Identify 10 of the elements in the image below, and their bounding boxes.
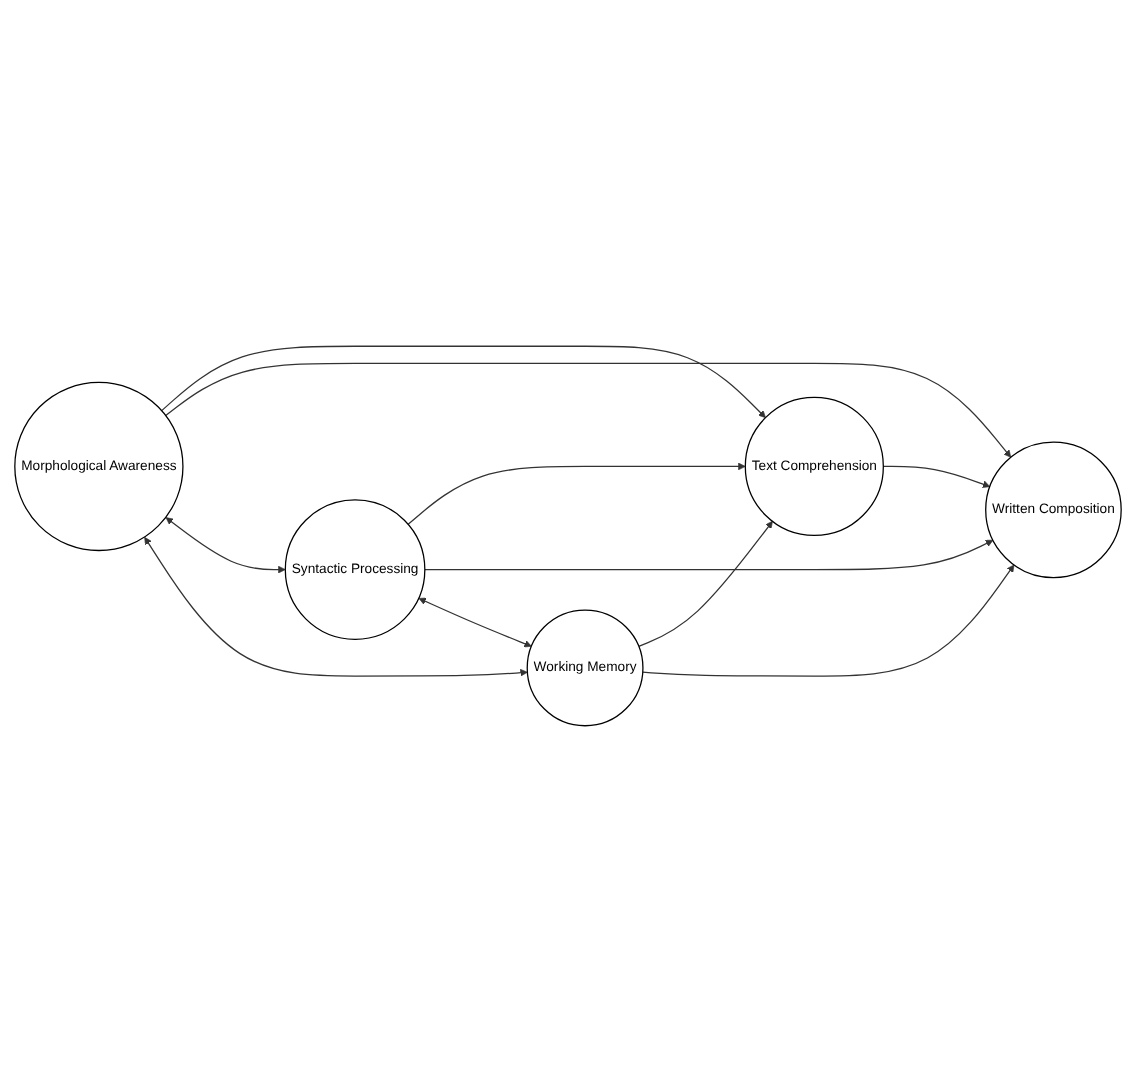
arrow: [638, 521, 773, 647]
arrow: [424, 539, 994, 571]
arrow: [161, 345, 766, 418]
arrow: [418, 597, 532, 648]
arrow: [882, 465, 991, 488]
arrow: [407, 462, 746, 525]
arrow: [642, 564, 1015, 677]
arrow: [165, 362, 1012, 458]
arrow: [165, 517, 286, 574]
arrow: [144, 537, 528, 677]
